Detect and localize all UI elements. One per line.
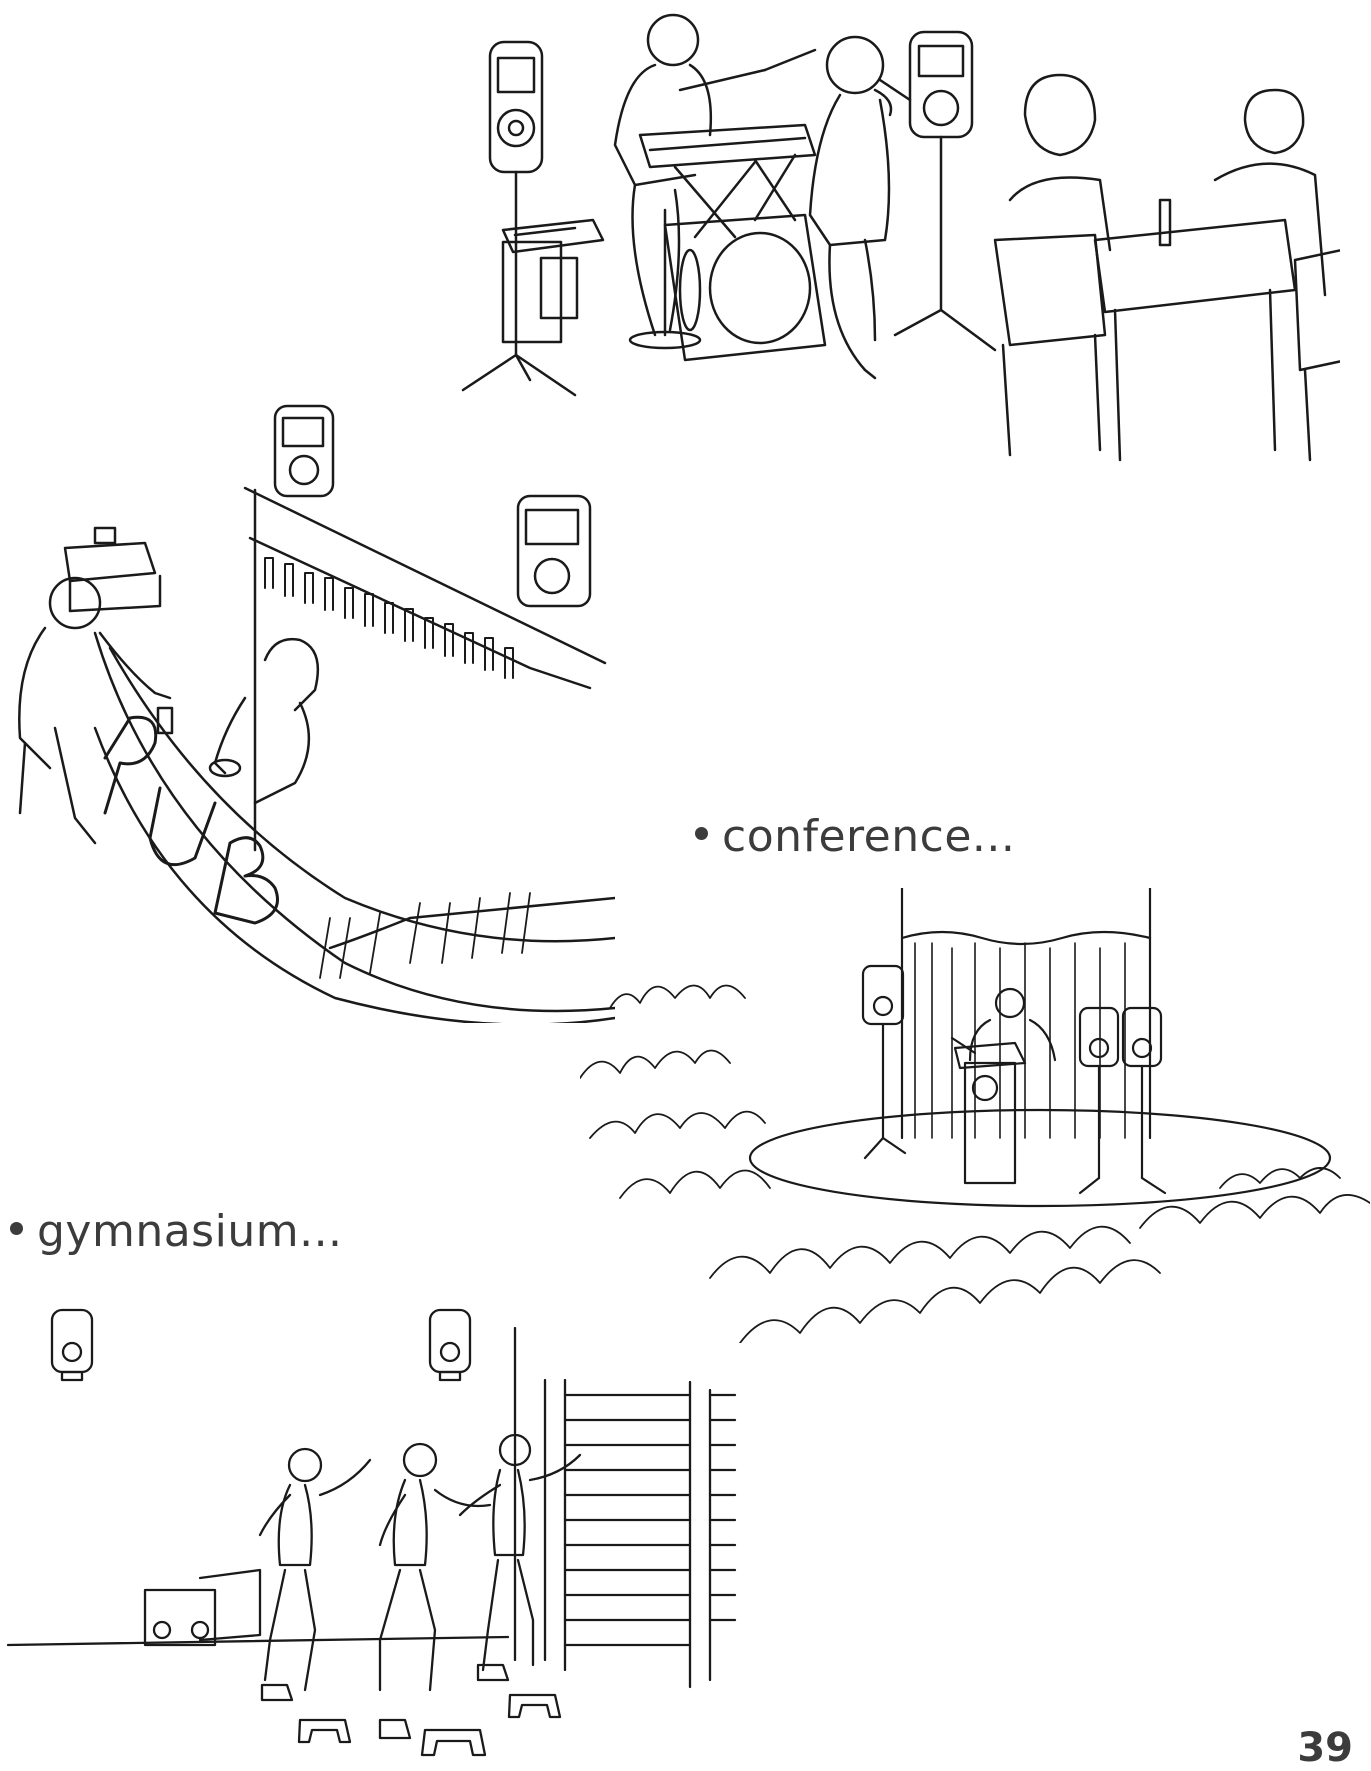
monitor-speaker-icon [663, 213, 827, 362]
mixer-icon [501, 218, 605, 344]
bullet-icon [10, 1221, 23, 1235]
speaker-icon [893, 30, 997, 352]
speaker-icon [1121, 1006, 1167, 1195]
caption-gymnasium-text: gymnasium... [37, 1206, 343, 1257]
aerobics-dancer [378, 1442, 492, 1740]
speaker-icon [1078, 1006, 1120, 1195]
concert-illustration [455, 10, 1340, 485]
speaker-icon [861, 964, 907, 1160]
speaker-icon [50, 1308, 94, 1382]
caption-conference-text: conference... [722, 811, 1016, 862]
dining-couple [993, 73, 1340, 462]
glass-icon [156, 706, 174, 735]
speaker-icon [461, 40, 577, 397]
stage-curtain [900, 888, 1152, 1140]
stereo-icon [143, 1568, 262, 1647]
wall-bars [543, 1378, 737, 1689]
aerobics-dancer [258, 1447, 372, 1702]
speaker-icon [516, 494, 592, 608]
lectern [950, 987, 1057, 1185]
bar-counter [93, 631, 615, 1023]
keyboard-icon [638, 48, 817, 239]
bullet-icon [695, 826, 708, 840]
speaker-icon [273, 404, 335, 498]
audience [580, 984, 1370, 1343]
page-number: 39 [1297, 1725, 1353, 1771]
speaker-icon [428, 1308, 472, 1382]
bottles [264, 557, 514, 679]
singer [808, 35, 912, 380]
caption-conference: conference... [695, 815, 1015, 859]
stage [748, 1108, 1332, 1208]
bartender [208, 637, 320, 805]
patron [18, 576, 172, 845]
gymnasium-illustration [0, 1300, 780, 1757]
aerobics-dancer [458, 1433, 582, 1682]
pub-illustration [0, 398, 615, 1023]
step-platform-icon [297, 1693, 562, 1757]
caption-gymnasium: gymnasium... [10, 1210, 343, 1254]
conference-illustration [580, 888, 1370, 1343]
keyboard-player [613, 13, 712, 350]
cash-register-icon [63, 526, 162, 613]
